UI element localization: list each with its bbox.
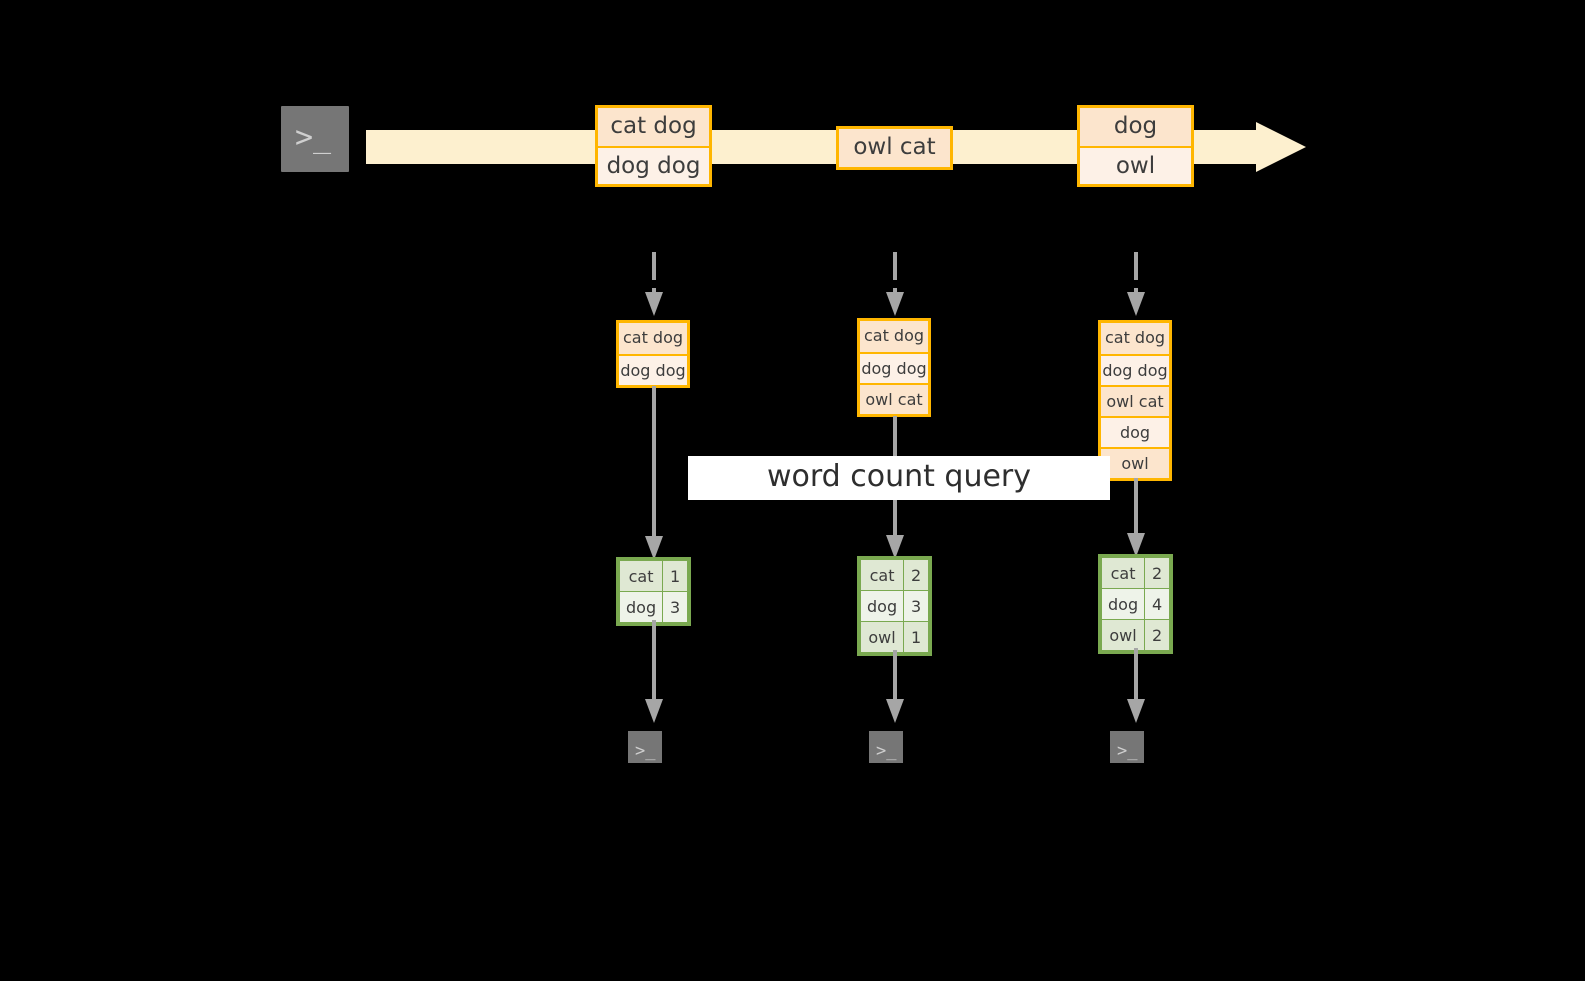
connector-stream-to-state [886, 252, 904, 318]
result-count: 2 [1144, 557, 1170, 589]
query-label: word count query [766, 459, 1032, 494]
connector-state-to-result [645, 386, 663, 561]
state-row: dog dog [1101, 354, 1169, 385]
state-row: dog dog [619, 354, 687, 385]
terminal-screen [628, 731, 662, 763]
stream-event-line: cat dog [598, 108, 709, 146]
stream-event-line: dog [1080, 108, 1191, 146]
connector-stream-to-state [1127, 252, 1145, 318]
result-count: 3 [662, 591, 688, 623]
stream-event-line: owl cat [839, 129, 950, 167]
result-count: 2 [903, 559, 929, 591]
result-word: owl [1100, 619, 1146, 651]
connector-stream-to-state [645, 252, 663, 318]
result-word: cat [618, 560, 664, 592]
state-row: owl cat [1101, 385, 1169, 416]
state-row: owl [1101, 447, 1169, 478]
connector-state-to-result [1127, 478, 1145, 558]
state-row: dog [1101, 416, 1169, 447]
terminal-prompt-glyph: >_ [876, 741, 897, 761]
state-row: cat dog [619, 323, 687, 354]
table-row: cat 1 [618, 560, 688, 592]
terminal-screen [1110, 731, 1144, 763]
table-row: dog 3 [618, 591, 688, 623]
terminal-icon-sink: >_ [1101, 722, 1153, 772]
result-word: cat [859, 559, 905, 591]
stream-event-line: dog dog [598, 146, 709, 184]
result-count: 4 [1144, 588, 1170, 620]
accumulated-state-box[interactable]: cat dog dog dog owl cat [857, 318, 931, 417]
stream-event-box[interactable]: owl cat [836, 126, 953, 170]
table-row: dog 3 [859, 590, 929, 622]
word-count-result-table[interactable]: cat 2 dog 3 owl 1 [857, 556, 932, 656]
accumulated-state-box[interactable]: cat dog dog dog [616, 320, 690, 388]
result-word: dog [618, 591, 664, 623]
result-count: 3 [903, 590, 929, 622]
table-row: cat 2 [1100, 557, 1170, 589]
connector-result-to-sink [1127, 648, 1145, 724]
table-row: dog 4 [1100, 588, 1170, 620]
state-row: owl cat [860, 383, 928, 414]
terminal-prompt-glyph: >_ [635, 741, 656, 761]
stream-event-box[interactable]: cat dog dog dog [595, 105, 712, 187]
word-count-result-table[interactable]: cat 1 dog 3 [616, 557, 691, 626]
result-word: dog [1100, 588, 1146, 620]
state-row: dog dog [860, 352, 928, 383]
result-word: cat [1100, 557, 1146, 589]
terminal-prompt-glyph: >_ [1117, 741, 1138, 761]
state-row: cat dog [860, 321, 928, 352]
result-word: owl [859, 621, 905, 653]
terminal-icon-source: >_ [272, 97, 358, 181]
terminal-prompt-glyph: >_ [295, 120, 332, 155]
connector-result-to-sink [886, 650, 904, 724]
result-count: 1 [903, 621, 929, 653]
terminal-icon-sink: >_ [860, 722, 912, 772]
terminal-icon-sink: >_ [619, 722, 671, 772]
stream-event-box[interactable]: dog owl [1077, 105, 1194, 187]
state-row: cat dog [1101, 323, 1169, 354]
terminal-screen [869, 731, 903, 763]
table-row: owl 2 [1100, 619, 1170, 651]
word-count-result-table[interactable]: cat 2 dog 4 owl 2 [1098, 554, 1173, 654]
result-count: 1 [662, 560, 688, 592]
connector-result-to-sink [645, 620, 663, 724]
result-word: dog [859, 590, 905, 622]
query-label-banner: word count query [688, 456, 1110, 500]
result-count: 2 [1144, 619, 1170, 651]
stream-event-line: owl [1080, 146, 1191, 184]
table-row: owl 1 [859, 621, 929, 653]
table-row: cat 2 [859, 559, 929, 591]
terminal-screen [281, 106, 349, 172]
